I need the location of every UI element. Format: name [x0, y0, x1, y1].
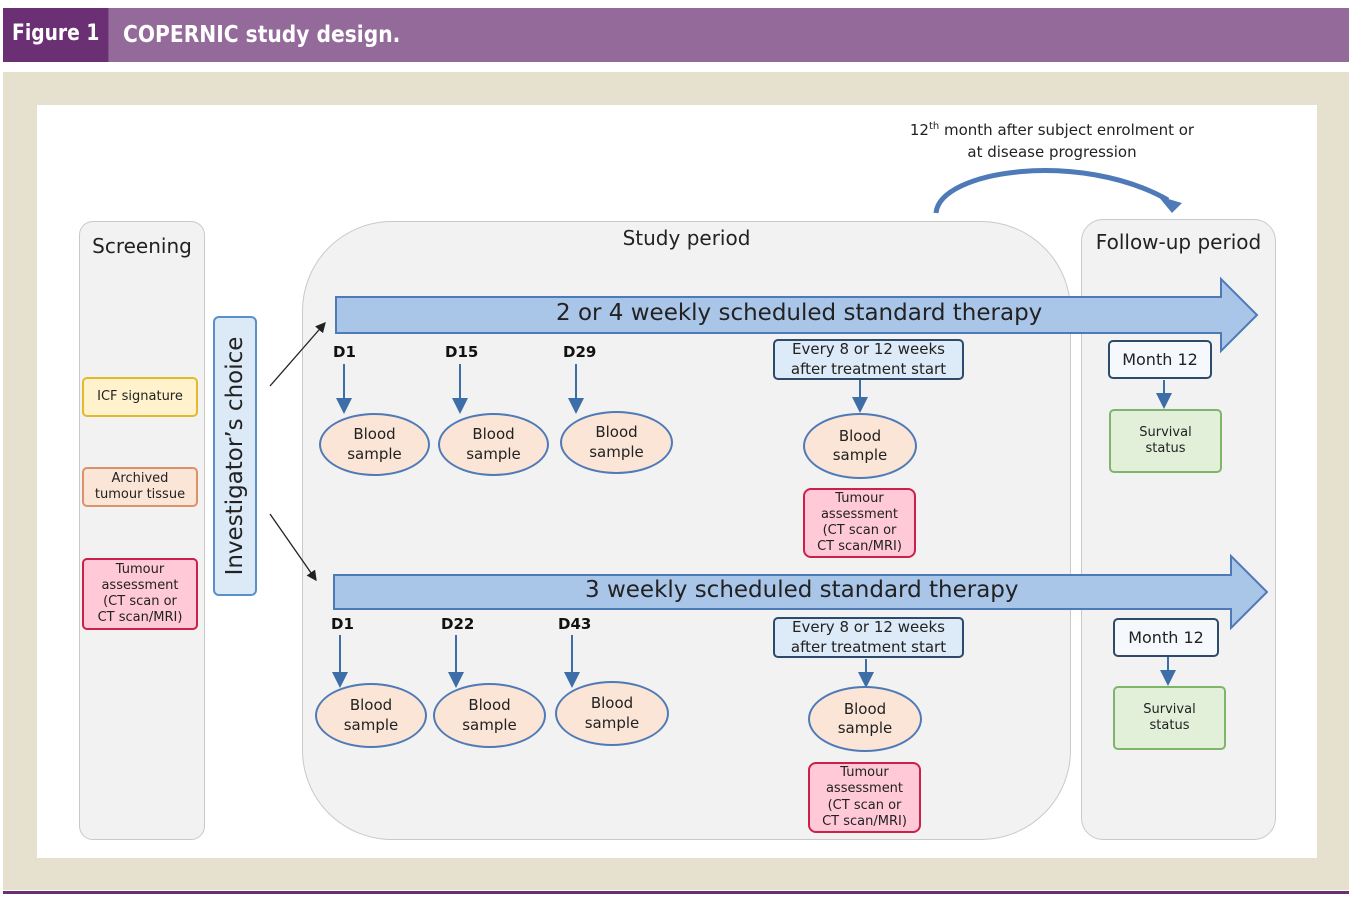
therapy-arrow-1: [335, 276, 1259, 354]
arrow-to-arm-1: [269, 322, 326, 387]
arm1-survival-status-box: Survival status: [1109, 409, 1222, 473]
followup-note-prefix: 12: [909, 121, 929, 139]
arm1-day-1: D1: [333, 343, 356, 361]
arm1-every-weeks-box: Every 8 or 12 weeks after treatment star…: [773, 339, 964, 380]
arm1-day-2: D15: [445, 343, 479, 361]
screening-title: Screening: [92, 234, 192, 258]
followup-curved-arrowhead: [1158, 196, 1182, 213]
arm2-every-weeks-box: Every 8 or 12 weeks after treatment star…: [773, 617, 964, 658]
therapy-arrow-2: [333, 553, 1269, 631]
figure-label: Figure 1: [3, 8, 109, 62]
arm2-therapy-label: 3 weekly scheduled standard therapy: [585, 577, 1019, 603]
arm2-blood-sample-1: Blood sample: [315, 683, 427, 748]
arm1-tumour-assessment-box: Tumour assessment (CT scan or CT scan/MR…: [803, 488, 916, 558]
arm1-month-12-box: Month 12: [1108, 340, 1212, 379]
followup-note: 12th month after subject enrolment or at…: [902, 120, 1202, 164]
archived-tumour-tissue-box: Archived tumour tissue: [82, 467, 198, 507]
icf-signature-box: ICF signature: [82, 377, 198, 417]
arm1-blood-sample-3: Blood sample: [560, 411, 673, 474]
screening-tumour-assessment-box: Tumour assessment (CT scan or CT scan/MR…: [82, 558, 198, 630]
bottom-rule: [3, 891, 1349, 894]
arm1-therapy-rest: weekly scheduled standard therapy: [623, 300, 1043, 326]
arm1-blood-sample-1: Blood sample: [319, 413, 430, 476]
followup-note-sup: th: [928, 121, 940, 132]
figure-header: Figure 1 COPERNIC study design.: [3, 8, 1349, 62]
arm2-therapy-number: 3: [585, 577, 600, 603]
followup-note-line1: month after subject enrolment or: [939, 121, 1195, 139]
arm2-day-2: D22: [441, 615, 475, 633]
arm1-blood-sample-4: Blood sample: [803, 413, 917, 479]
followup-title: Follow-up period: [1095, 230, 1262, 254]
arm2-blood-sample-4: Blood sample: [808, 686, 922, 752]
screening-region: Screening: [79, 221, 205, 840]
followup-curved-arrow: [933, 168, 1170, 214]
arm2-blood-sample-3: Blood sample: [555, 681, 669, 746]
followup-note-line2: at disease progression: [967, 142, 1137, 161]
arm2-day-3: D43: [558, 615, 592, 633]
arm1-blood-sample-2: Blood sample: [438, 413, 549, 476]
arm2-therapy-rest: weekly scheduled standard therapy: [599, 577, 1019, 603]
arm1-day-3: D29: [563, 343, 597, 361]
study-period-title: Study period: [622, 226, 751, 250]
arm2-tumour-assessment-box: Tumour assessment (CT scan or CT scan/MR…: [808, 762, 921, 833]
arm2-day-1: D1: [331, 615, 354, 633]
arrow-to-arm-2: [269, 513, 317, 582]
investigator-choice-box: Investigator’s choice: [213, 316, 257, 596]
arm1-therapy-number: 2 or 4: [556, 300, 624, 326]
figure-title: COPERNIC study design.: [123, 22, 401, 48]
arm2-blood-sample-2: Blood sample: [433, 683, 546, 748]
arm1-therapy-label: 2 or 4 weekly scheduled standard therapy: [556, 300, 1042, 326]
arm2-survival-status-box: Survival status: [1113, 686, 1226, 750]
arm2-month-12-box: Month 12: [1113, 618, 1219, 657]
